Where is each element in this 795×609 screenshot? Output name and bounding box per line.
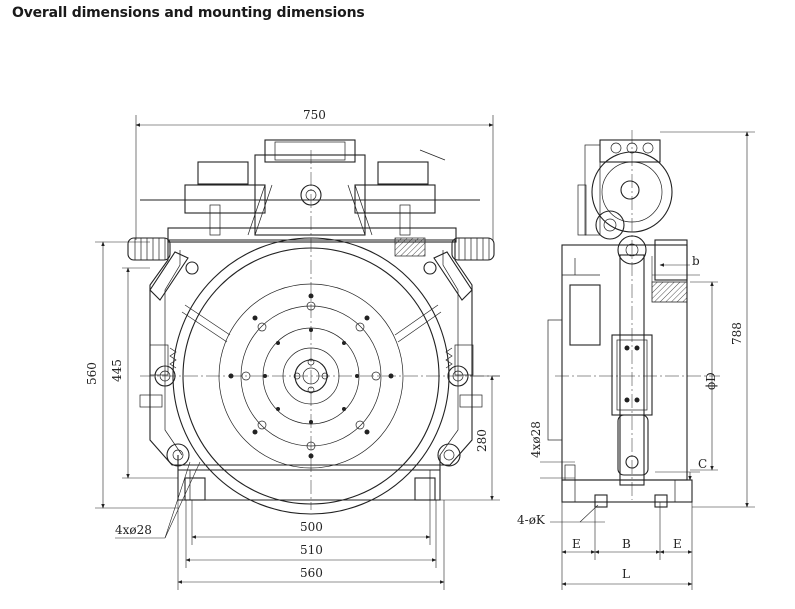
dim-560-height: 560 [85,362,99,385]
dim-b: b [692,254,700,268]
dim-e-left: E [572,537,581,551]
dim-500: 500 [300,520,323,534]
dim-e-right: E [673,537,682,551]
dim-l: L [622,567,630,581]
dim-510: 510 [300,543,323,557]
dim-b-upper: B [622,537,631,551]
page-title: Overall dimensions and mounting dimensio… [12,5,365,21]
dim-phi-d: ϕD [704,372,718,390]
label-holes-k: 4-øK [517,513,546,527]
dim-788: 788 [730,322,744,345]
side-view: 788 b ϕD C 4xø28 4-øK E B E [517,130,755,590]
dim-560-width: 560 [300,566,323,580]
dim-750: 750 [303,108,326,122]
dim-280: 280 [475,429,489,452]
label-holes-side-28: 4xø28 [529,421,543,458]
front-view: 750 560 445 280 500 510 560 4xø28 [85,108,500,590]
dim-c: C [698,457,707,471]
dim-445: 445 [110,359,124,382]
label-holes-front: 4xø28 [115,523,152,537]
